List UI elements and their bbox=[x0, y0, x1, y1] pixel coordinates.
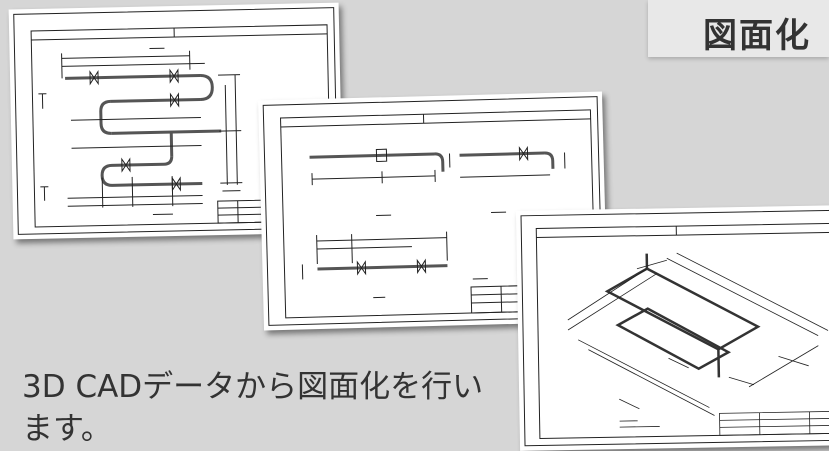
caption-text: 3D CADデータから図面化を行います。 bbox=[22, 366, 492, 450]
drawing-sheet-isometric bbox=[516, 205, 829, 451]
isometric-drawing bbox=[516, 205, 829, 451]
title-badge: 図面化 bbox=[648, 0, 829, 57]
title-badge-label: 図面化 bbox=[703, 8, 811, 57]
